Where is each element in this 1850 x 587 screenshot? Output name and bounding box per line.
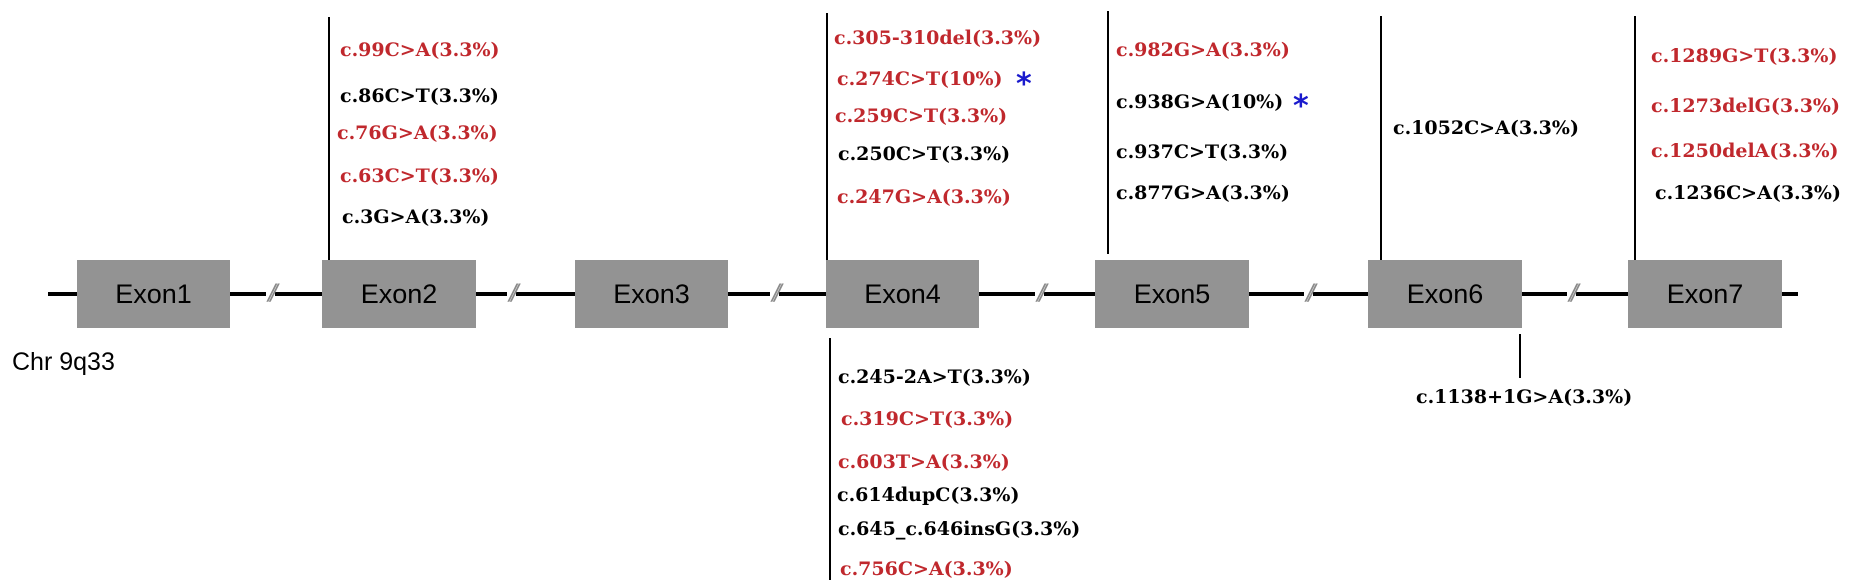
mutation-label: c.259C>T(3.3%) <box>835 105 1008 127</box>
significance-star-icon: * <box>1016 67 1032 102</box>
mutation-label: c.305-310del(3.3%) <box>834 27 1042 49</box>
mutation-label: c.247G>A(3.3%) <box>837 186 1011 208</box>
mutation-label: c.86C>T(3.3%) <box>340 85 499 107</box>
exon-box-7: Exon7 <box>1628 260 1782 328</box>
mutation-label: c.99C>A(3.3%) <box>340 39 500 61</box>
mutation-label: c.982G>A(3.3%) <box>1116 39 1290 61</box>
exon-box-2: Exon2 <box>322 260 476 328</box>
mutation-label: c.603T>A(3.3%) <box>838 451 1010 473</box>
break-mark: // <box>770 281 782 306</box>
mutation-label: c.1273delG(3.3%) <box>1651 95 1840 117</box>
mutation-label: c.1052C>A(3.3%) <box>1393 117 1579 139</box>
break-mark: // <box>1304 281 1316 306</box>
break-mark: // <box>1567 281 1579 306</box>
mutation-label: c.1250delA(3.3%) <box>1651 140 1839 162</box>
mutation-label: c.1236C>A(3.3%) <box>1655 182 1841 204</box>
significance-star-icon: * <box>1293 89 1309 124</box>
mutation-label: c.76G>A(3.3%) <box>337 122 498 144</box>
break-mark: // <box>1035 281 1047 306</box>
chromosome-label: Chr 9q33 <box>12 348 115 376</box>
mutation-label: c.319C>T(3.3%) <box>841 408 1014 430</box>
exon7-mutation-line <box>1634 16 1636 260</box>
mutation-label: c.1289G>T(3.3%) <box>1651 45 1838 67</box>
exon6-mutation-line-below <box>1519 334 1521 378</box>
exon4-mutation-line <box>826 13 828 260</box>
mutation-label: c.63C>T(3.3%) <box>340 165 499 187</box>
exon-box-6: Exon6 <box>1368 260 1522 328</box>
exon-box-1: Exon1 <box>77 260 230 328</box>
exon-box-5: Exon5 <box>1095 260 1249 328</box>
break-mark: // <box>266 281 278 306</box>
exon-box-3: Exon3 <box>575 260 728 328</box>
exon2-mutation-line <box>328 17 330 260</box>
exon6-mutation-line <box>1380 16 1382 260</box>
break-mark: // <box>507 281 519 306</box>
mutation-label: c.938G>A(10%) <box>1116 91 1284 113</box>
exon5-mutation-line <box>1107 11 1109 254</box>
mutation-label: c.3G>A(3.3%) <box>342 206 490 228</box>
mutation-label: c.250C>T(3.3%) <box>838 143 1011 165</box>
mutation-label: c.1138+1G>A(3.3%) <box>1416 386 1633 408</box>
mutation-label: c.274C>T(10%) <box>837 68 1003 90</box>
exon4-mutation-line-below <box>829 338 831 580</box>
mutation-label: c.756C>A(3.3%) <box>840 558 1013 580</box>
mutation-label: c.877G>A(3.3%) <box>1116 182 1290 204</box>
mutation-label: c.245-2A>T(3.3%) <box>838 366 1031 388</box>
mutation-label: c.614dupC(3.3%) <box>837 484 1020 506</box>
exon-box-4: Exon4 <box>826 260 979 328</box>
mutation-label: c.937C>T(3.3%) <box>1116 141 1289 163</box>
mutation-label: c.645_c.646insG(3.3%) <box>838 518 1081 540</box>
